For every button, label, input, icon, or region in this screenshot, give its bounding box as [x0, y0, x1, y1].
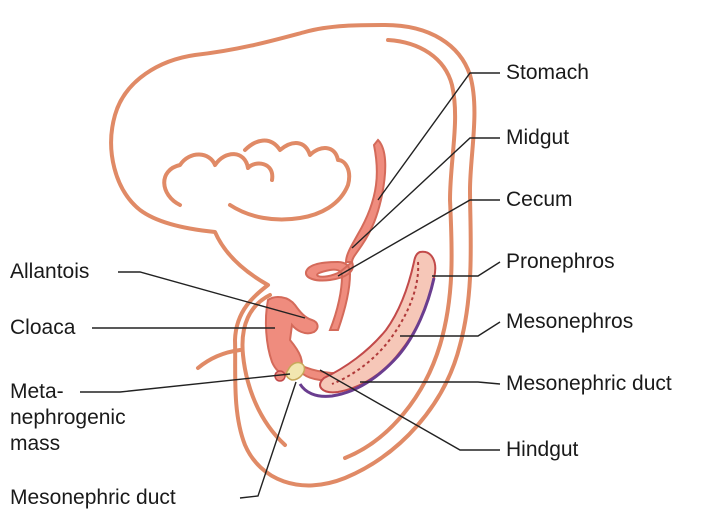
leader-mesonephric-duct-right	[360, 382, 500, 384]
leader-pronephros	[432, 262, 500, 276]
leader-stomach	[378, 73, 500, 200]
label-cloaca: Cloaca	[10, 316, 75, 340]
label-pronephros: Pronephros	[506, 250, 615, 274]
stomach-shape	[346, 140, 385, 262]
pharyngeal-arches	[230, 141, 349, 220]
label-mesonephros: Mesonephros	[506, 310, 633, 334]
label-metanephrogenic-2: nephrogenic	[10, 406, 126, 430]
brain-contour	[164, 154, 272, 205]
leader-metanephrogenic	[80, 374, 290, 392]
label-cecum: Cecum	[506, 188, 573, 212]
label-mesonephric-duct-right: Mesonephric duct	[506, 372, 672, 396]
label-metanephrogenic-3: mass	[10, 432, 60, 456]
label-mesonephric-duct-bottom: Mesonephric duct	[10, 486, 176, 510]
label-stomach: Stomach	[506, 61, 589, 85]
label-midgut: Midgut	[506, 126, 569, 150]
label-allantois: Allantois	[10, 260, 89, 284]
label-hindgut: Hindgut	[506, 438, 578, 462]
label-metanephrogenic-1: Meta-	[10, 380, 64, 404]
